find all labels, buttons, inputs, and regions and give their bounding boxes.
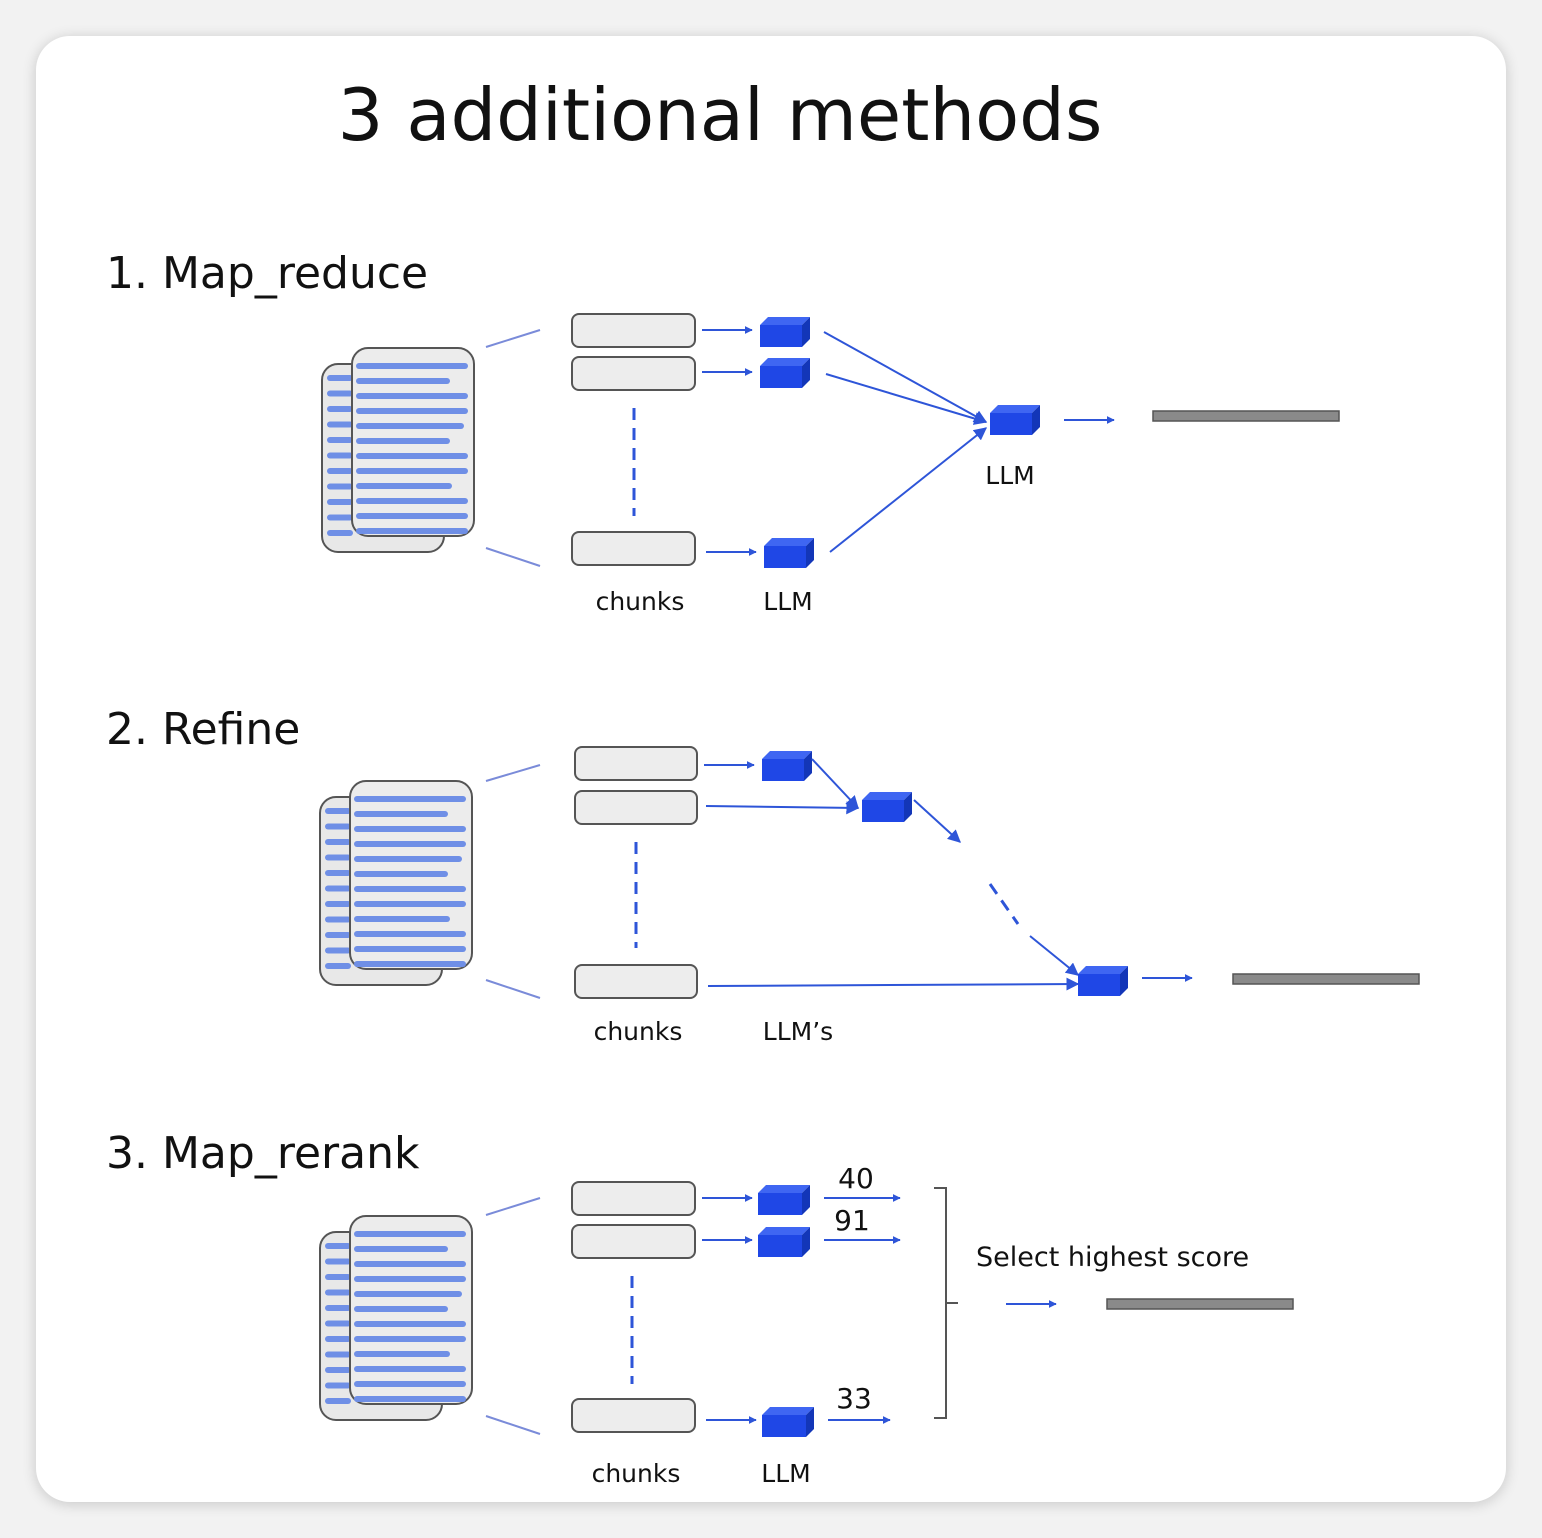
split-line-bottom xyxy=(485,547,541,567)
score-bracket xyxy=(934,1187,958,1419)
chunks-label: chunks xyxy=(594,1017,683,1046)
score-label: 91 xyxy=(834,1204,870,1237)
llm-label: LLM’s xyxy=(763,1017,833,1046)
arrow-icon xyxy=(825,373,988,425)
llm-cube-icon xyxy=(862,792,912,822)
arrow-icon xyxy=(1029,935,1080,976)
section-heading: 1. Map_reduce xyxy=(106,248,428,299)
arrow-icon xyxy=(811,758,859,809)
arrow-icon xyxy=(913,799,961,843)
document-stack-icon xyxy=(319,1215,473,1421)
chunks-label: chunks xyxy=(592,1459,681,1488)
llm-cube-icon xyxy=(764,538,814,568)
llm-label: LLM xyxy=(763,587,812,616)
diagram-card: 3 additional methods 1. Map_reduce LLM c… xyxy=(36,36,1506,1502)
chunk-box xyxy=(574,746,698,781)
llm-cube-icon xyxy=(762,751,812,781)
section-refine: 2. Refine chunks LLM’s xyxy=(106,704,1420,1046)
chunk-box xyxy=(571,531,696,566)
split-line-top xyxy=(485,764,541,782)
output-bar-icon xyxy=(1106,1298,1294,1310)
split-line-bottom xyxy=(485,979,541,999)
llm-cube-icon xyxy=(758,1227,810,1257)
output-bar-icon xyxy=(1152,410,1340,422)
chunk-box xyxy=(571,1224,696,1259)
chunk-box xyxy=(574,964,698,999)
llm-cube-icon xyxy=(762,1407,814,1437)
score-label: 40 xyxy=(838,1162,874,1195)
output-bar-icon xyxy=(1232,973,1420,985)
chunks-label: chunks xyxy=(596,587,685,616)
arrow-icon xyxy=(705,801,860,815)
llm-cube-icon xyxy=(760,358,810,388)
chunk-box xyxy=(574,790,698,825)
split-line-bottom xyxy=(485,1415,541,1435)
section-map-reduce: 1. Map_reduce LLM chunks LLM xyxy=(106,248,1340,616)
refine-ellipsis-dashes xyxy=(988,883,1020,925)
chunk-box xyxy=(571,356,696,391)
select-highest-score-label: Select highest score xyxy=(976,1242,1249,1273)
chunk-box xyxy=(571,1398,696,1433)
methods-diagram: 3 additional methods 1. Map_reduce LLM c… xyxy=(106,73,1420,1488)
split-line-top xyxy=(485,329,541,348)
section-map-rerank: 3. Map_rerank 40 91 33 Select highest sc… xyxy=(106,1128,1294,1488)
diagram-title: 3 additional methods xyxy=(338,73,1103,157)
chunk-box xyxy=(571,1181,696,1216)
arrow-icon xyxy=(829,427,988,553)
document-stack-icon xyxy=(319,780,473,986)
arrow-icon xyxy=(823,331,988,423)
llm-label: LLM xyxy=(761,1459,810,1488)
split-line-top xyxy=(485,1197,541,1216)
arrow-icon xyxy=(707,977,1080,991)
llm-cube-icon xyxy=(990,405,1040,435)
reduce-llm-label: LLM xyxy=(985,461,1034,490)
section-heading: 3. Map_rerank xyxy=(106,1128,420,1179)
llm-cube-icon xyxy=(758,1185,810,1215)
chunk-box xyxy=(571,313,696,348)
score-label: 33 xyxy=(836,1382,872,1415)
llm-cube-icon xyxy=(1078,966,1128,996)
section-heading: 2. Refine xyxy=(106,704,300,755)
llm-cube-icon xyxy=(760,317,810,347)
document-stack-icon xyxy=(321,347,475,553)
